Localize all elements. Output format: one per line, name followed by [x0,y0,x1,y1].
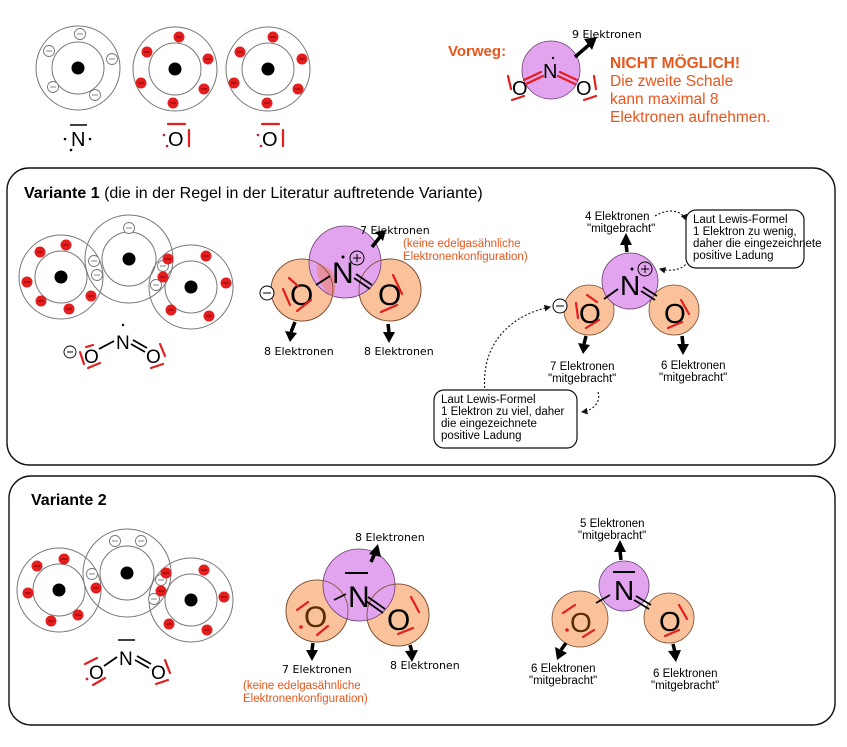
svg-text:O: O [387,604,410,637]
v2-contrib-right-label-2: "mitgebracht" [651,680,719,692]
svg-text:N: N [614,575,634,606]
svg-text:O: O [84,347,99,368]
v1-overlap-note-1: (keine edelgasähnliche [403,238,521,250]
svg-text:Laut Lewis-Formel: Laut Lewis-Formel [693,214,788,226]
svg-text:die eingezeichnete: die eingezeichnete [441,418,537,430]
vorweg-electron-label: 9 Elektronen [572,28,642,41]
v2-overlap-note-2: Elektronenkonfiguration) [243,693,368,705]
svg-text:N: N [348,581,370,614]
v1-contrib-top-label-2: "mitgebracht" [587,223,655,235]
variante1-title: Variante 1 (die in der Regel in der Lite… [24,185,483,202]
svg-text:O: O [304,601,327,634]
warning-line-3: Elektronen aufnehmen. [610,109,770,126]
svg-text:N: N [116,333,130,354]
svg-text:1 Elektron zu wenig,: 1 Elektron zu wenig, [693,226,797,238]
v2-contrib-top-label-1: 5 Elektronen [580,518,645,530]
svg-text:N: N [71,129,85,151]
v2-contrib-left-label-1: 6 Elektronen [531,663,596,675]
lewis-symbol-nitrogen: N [63,124,92,152]
svg-text:O: O [576,78,592,100]
variante2-title: Variante 2 [31,492,107,509]
svg-text:O: O [89,663,104,684]
variante1-overlap-model: O O N [259,225,422,343]
svg-text:O: O [262,129,278,151]
atom-model-oxygen-1 [132,26,218,112]
v2-overlap-right-label: 8 Elektronen [390,659,460,672]
variante1-shell-model [18,214,234,330]
svg-text:O: O [664,298,686,329]
note-box-too-many: Laut Lewis-Formel 1 Elektron zu viel, da… [433,389,578,449]
v1-contrib-top-label-1: 4 Elektronen [585,211,650,223]
v1-contrib-left-label-1: 7 Elektronen [550,361,615,373]
v2-contrib-top-label-2: "mitgebracht" [578,530,646,542]
v2-overlap-note-1: (keine edelgasähnliche [243,680,361,692]
lewis-symbol-oxygen-2: O [256,122,285,151]
note-box-too-few: Laut Lewis-Formel 1 Elektron zu wenig, d… [685,209,822,269]
v2-contrib-right-label-1: 6 Elektronen [653,668,718,680]
variante2-lewis-formula: O N O [83,639,172,687]
warning-title: NICHT MÖGLICH! [610,55,740,72]
svg-text:daher die eingezeichnete: daher die eingezeichnete [693,238,822,250]
svg-text:N: N [543,61,557,83]
svg-text:N: N [620,270,640,301]
variante2-contribution-model: O O N [551,540,695,662]
v1-contrib-left-label-2: "mitgebracht" [548,373,616,385]
v1-contrib-right-label-1: 6 Elektronen [661,360,726,372]
svg-text:N: N [332,257,354,290]
v1-overlap-right-label: 8 Elektronen [364,345,434,358]
lewis-symbol-oxygen-1: O [162,122,191,151]
v1-overlap-top-label: 7 Elektronen [360,224,430,237]
variante1-contribution-model: O O N [483,210,700,415]
svg-text:Laut Lewis-Formel: Laut Lewis-Formel [441,394,536,406]
v1-overlap-note-2: Elektronenkonfiguration) [403,251,528,263]
variante2-overlap-model: O O N [285,544,430,662]
variante2-shell-model [16,528,234,643]
variante1-lewis-formula: O N O [63,323,167,370]
v2-contrib-left-label-2: "mitgebracht" [529,675,597,687]
svg-text:1 Elektron zu viel, daher: 1 Elektron zu viel, daher [441,406,565,418]
v1-contrib-right-label-2: "mitgebracht" [659,372,727,384]
svg-text:O: O [570,607,592,638]
svg-text:O: O [659,606,681,637]
warning-line-2: kann maximal 8 [610,91,719,108]
svg-text:O: O [168,129,184,151]
svg-text:N: N [119,649,133,670]
vorweg-molecule: N O O [506,37,598,102]
v2-overlap-top-label: 8 Elektronen [355,531,425,544]
svg-text:O: O [378,279,401,312]
v2-overlap-left-label: 7 Elektronen [282,663,352,676]
svg-text:O: O [146,347,161,368]
svg-text:positive Ladung: positive Ladung [441,430,522,442]
warning-line-1: Die zweite Schale [610,73,733,90]
atom-model-nitrogen [35,25,121,111]
svg-text:positive Ladung: positive Ladung [693,250,774,262]
vorweg-label: Vorweg: [448,43,506,60]
svg-text:O: O [512,78,528,100]
v1-overlap-left-label: 8 Elektronen [264,345,334,358]
atom-model-oxygen-2 [225,26,311,112]
svg-text:O: O [151,663,166,684]
